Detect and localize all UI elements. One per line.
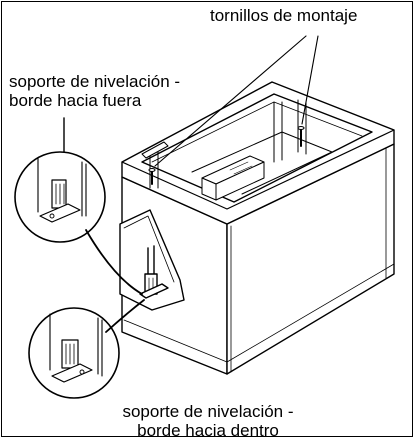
screw-leader-line-right [301,35,319,125]
leveling-bracket-out-label-line1: soporte de nivelación - [9,72,181,91]
leveling-bracket-in-label: soporte de nivelación - borde hacia dent… [2,402,412,437]
mounting-screws-label: tornillos de montaje [210,6,358,25]
leveling-bracket-out-label: soporte de nivelación - borde hacia fuer… [9,72,180,110]
callout-top-connector [85,229,143,295]
leveling-bracket-in-label-line2: borde hacia dentro [137,421,279,437]
cutaway-panel [119,209,185,311]
leveling-bracket-out-label-line2: borde hacia fuera [9,91,142,110]
mounting-screws [148,35,319,185]
mounting-screw-right [297,125,305,147]
screw-leader-line-left [154,35,307,167]
callout-bottom-connector [105,299,145,333]
mounting-screw-left [148,167,156,185]
detail-callout-edge-out [14,117,143,295]
leveling-bracket-in-label-line1: soporte de nivelación - [122,402,294,421]
detail-callout-edge-in [28,299,145,399]
cabinet-interior [141,99,333,201]
